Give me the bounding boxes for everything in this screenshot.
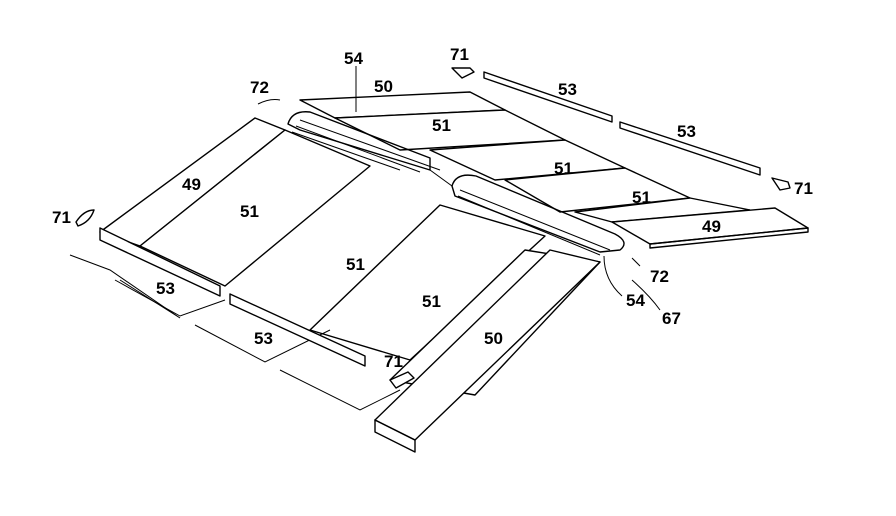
- clip-71-top: [451, 67, 475, 79]
- strip-53-top-b: [619, 121, 761, 176]
- label-49-left: 49: [182, 175, 201, 194]
- reference-numerals: 54 50 71 53 53 72 51 51 51 71 49 51 71 4…: [52, 45, 813, 371]
- label-72-right: 72: [650, 267, 669, 286]
- label-50-bottom: 50: [484, 329, 503, 348]
- strip-53-bottom-a: [99, 227, 221, 297]
- label-53-bottom-b: 53: [254, 329, 273, 348]
- ridge-54-front-hatch: [457, 189, 611, 256]
- label-51-c: 51: [632, 188, 651, 207]
- leader-72-left: [257, 99, 281, 105]
- panel-51-middle: [309, 204, 546, 361]
- label-50-top: 50: [374, 77, 393, 96]
- front-panel-row: [69, 117, 601, 453]
- label-54-bottom: 54: [626, 291, 645, 310]
- leader-67: [631, 279, 661, 311]
- ridge-54: [287, 111, 625, 256]
- label-53-top-b: 53: [677, 122, 696, 141]
- leader-54-bottom: [603, 255, 623, 297]
- leader-72-right: [631, 257, 641, 267]
- panel-49-right-edge: [649, 227, 809, 249]
- label-67: 67: [662, 309, 681, 328]
- label-51-b: 51: [554, 159, 573, 178]
- strip-53-bottom-b: [229, 293, 366, 367]
- clips-71: [75, 67, 791, 389]
- label-53-bottom-a: 53: [156, 279, 175, 298]
- underlay-left-b: [114, 279, 226, 317]
- clip-71-left: [75, 209, 95, 227]
- underlay-left-d: [279, 369, 401, 411]
- back-panel-row: [299, 91, 809, 249]
- label-51-e: 51: [346, 255, 365, 274]
- clip-71-right: [771, 177, 791, 191]
- label-53-top-a: 53: [558, 80, 577, 99]
- label-72-left: 72: [250, 78, 269, 97]
- clip-71-bottom: [389, 371, 415, 389]
- ridge-54-front: [451, 174, 625, 253]
- ridge-gap-line: [429, 169, 453, 187]
- strips-53: [99, 71, 761, 367]
- label-71-left: 71: [52, 208, 71, 227]
- label-49-right: 49: [702, 217, 721, 236]
- label-51-f: 51: [422, 292, 441, 311]
- ridge-54-back-hatch: [291, 119, 441, 173]
- leaders: [257, 66, 661, 311]
- label-51-d: 51: [240, 202, 259, 221]
- label-54-top: 54: [344, 49, 363, 68]
- label-71-top: 71: [450, 45, 469, 64]
- label-71-right: 71: [794, 179, 813, 198]
- panel-50-front-edge: [374, 419, 416, 453]
- panel-51-left: [139, 129, 371, 287]
- strip-53-top-a: [483, 71, 613, 123]
- label-51-a: 51: [432, 116, 451, 135]
- label-71-bottom: 71: [384, 352, 403, 371]
